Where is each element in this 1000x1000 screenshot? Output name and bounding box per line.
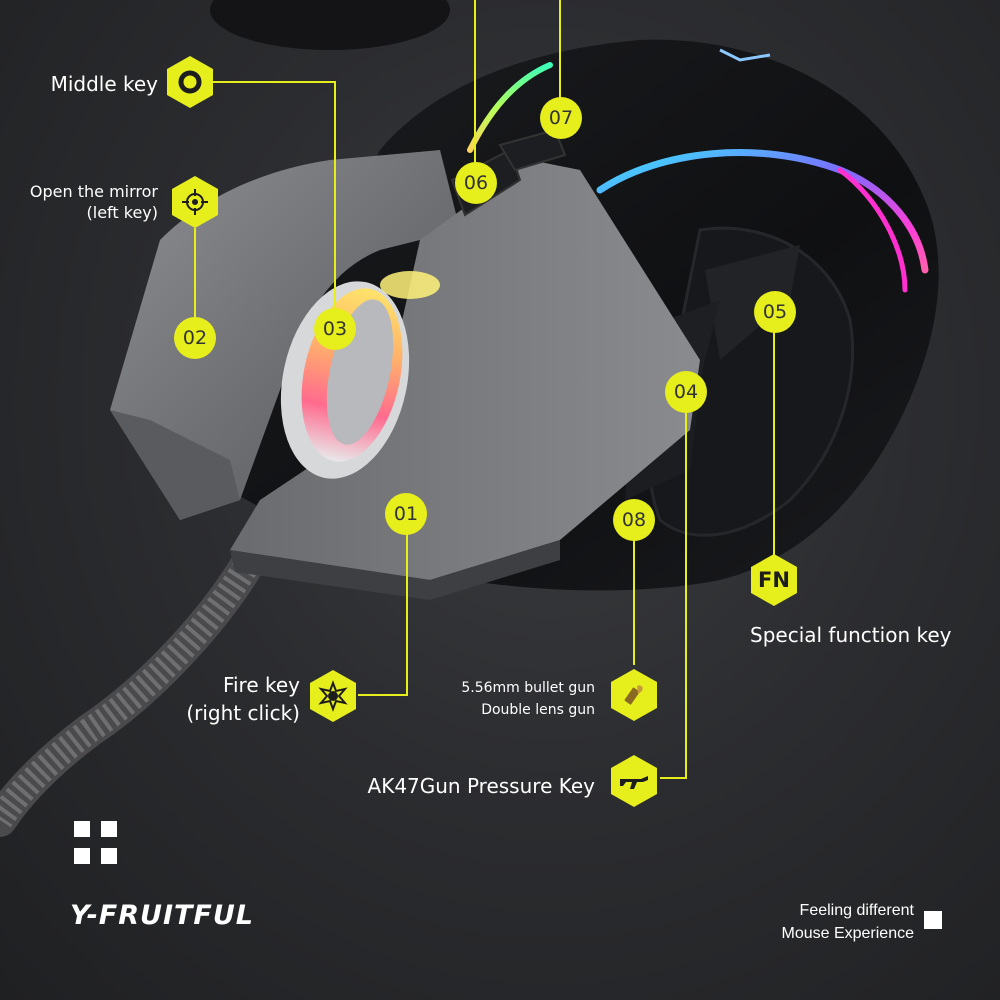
badge-05: 05	[754, 291, 796, 333]
brand-name: Y-FRUITFUL	[70, 900, 254, 931]
badge-08: 08	[613, 499, 655, 541]
circle-target-icon	[167, 56, 213, 108]
badge-02: 02	[174, 317, 216, 359]
middle-key-label: Middle key	[50, 72, 158, 96]
badge-04: 04	[665, 371, 707, 413]
fire-key-label-line1: Fire key	[222, 673, 300, 697]
tagline-square-icon	[924, 911, 942, 929]
fn-key-hex: FN	[751, 554, 797, 606]
badge-07: 07	[540, 97, 582, 139]
tagline-line1: Feeling different	[799, 902, 914, 919]
crosshair-icon	[172, 176, 218, 228]
tagline: Feeling different Mouse Experience	[781, 899, 914, 945]
bullet-gun-label-line2: Double lens gun	[481, 702, 595, 718]
tagline-line2: Mouse Experience	[781, 925, 914, 942]
badge-01: 01	[385, 493, 427, 535]
bullet-hole-icon	[310, 670, 356, 722]
ak47-key-label: AK47Gun Pressure Key	[367, 774, 595, 798]
badge-06: 06	[455, 162, 497, 204]
special-function-label: Special function key	[750, 623, 952, 647]
fn-label: FN	[758, 568, 790, 592]
bullet-gun-label-line1: 5.56mm bullet gun	[461, 680, 595, 696]
rifle-icon	[611, 755, 657, 807]
open-mirror-label-line2: (left key)	[86, 203, 159, 222]
four-squares-logo	[74, 821, 117, 864]
open-mirror-label-line1: Open the mirror	[29, 182, 158, 201]
badge-03: 03	[314, 308, 356, 350]
bullet-icon	[611, 669, 657, 721]
fire-key-label-line2: (right click)	[186, 701, 300, 725]
